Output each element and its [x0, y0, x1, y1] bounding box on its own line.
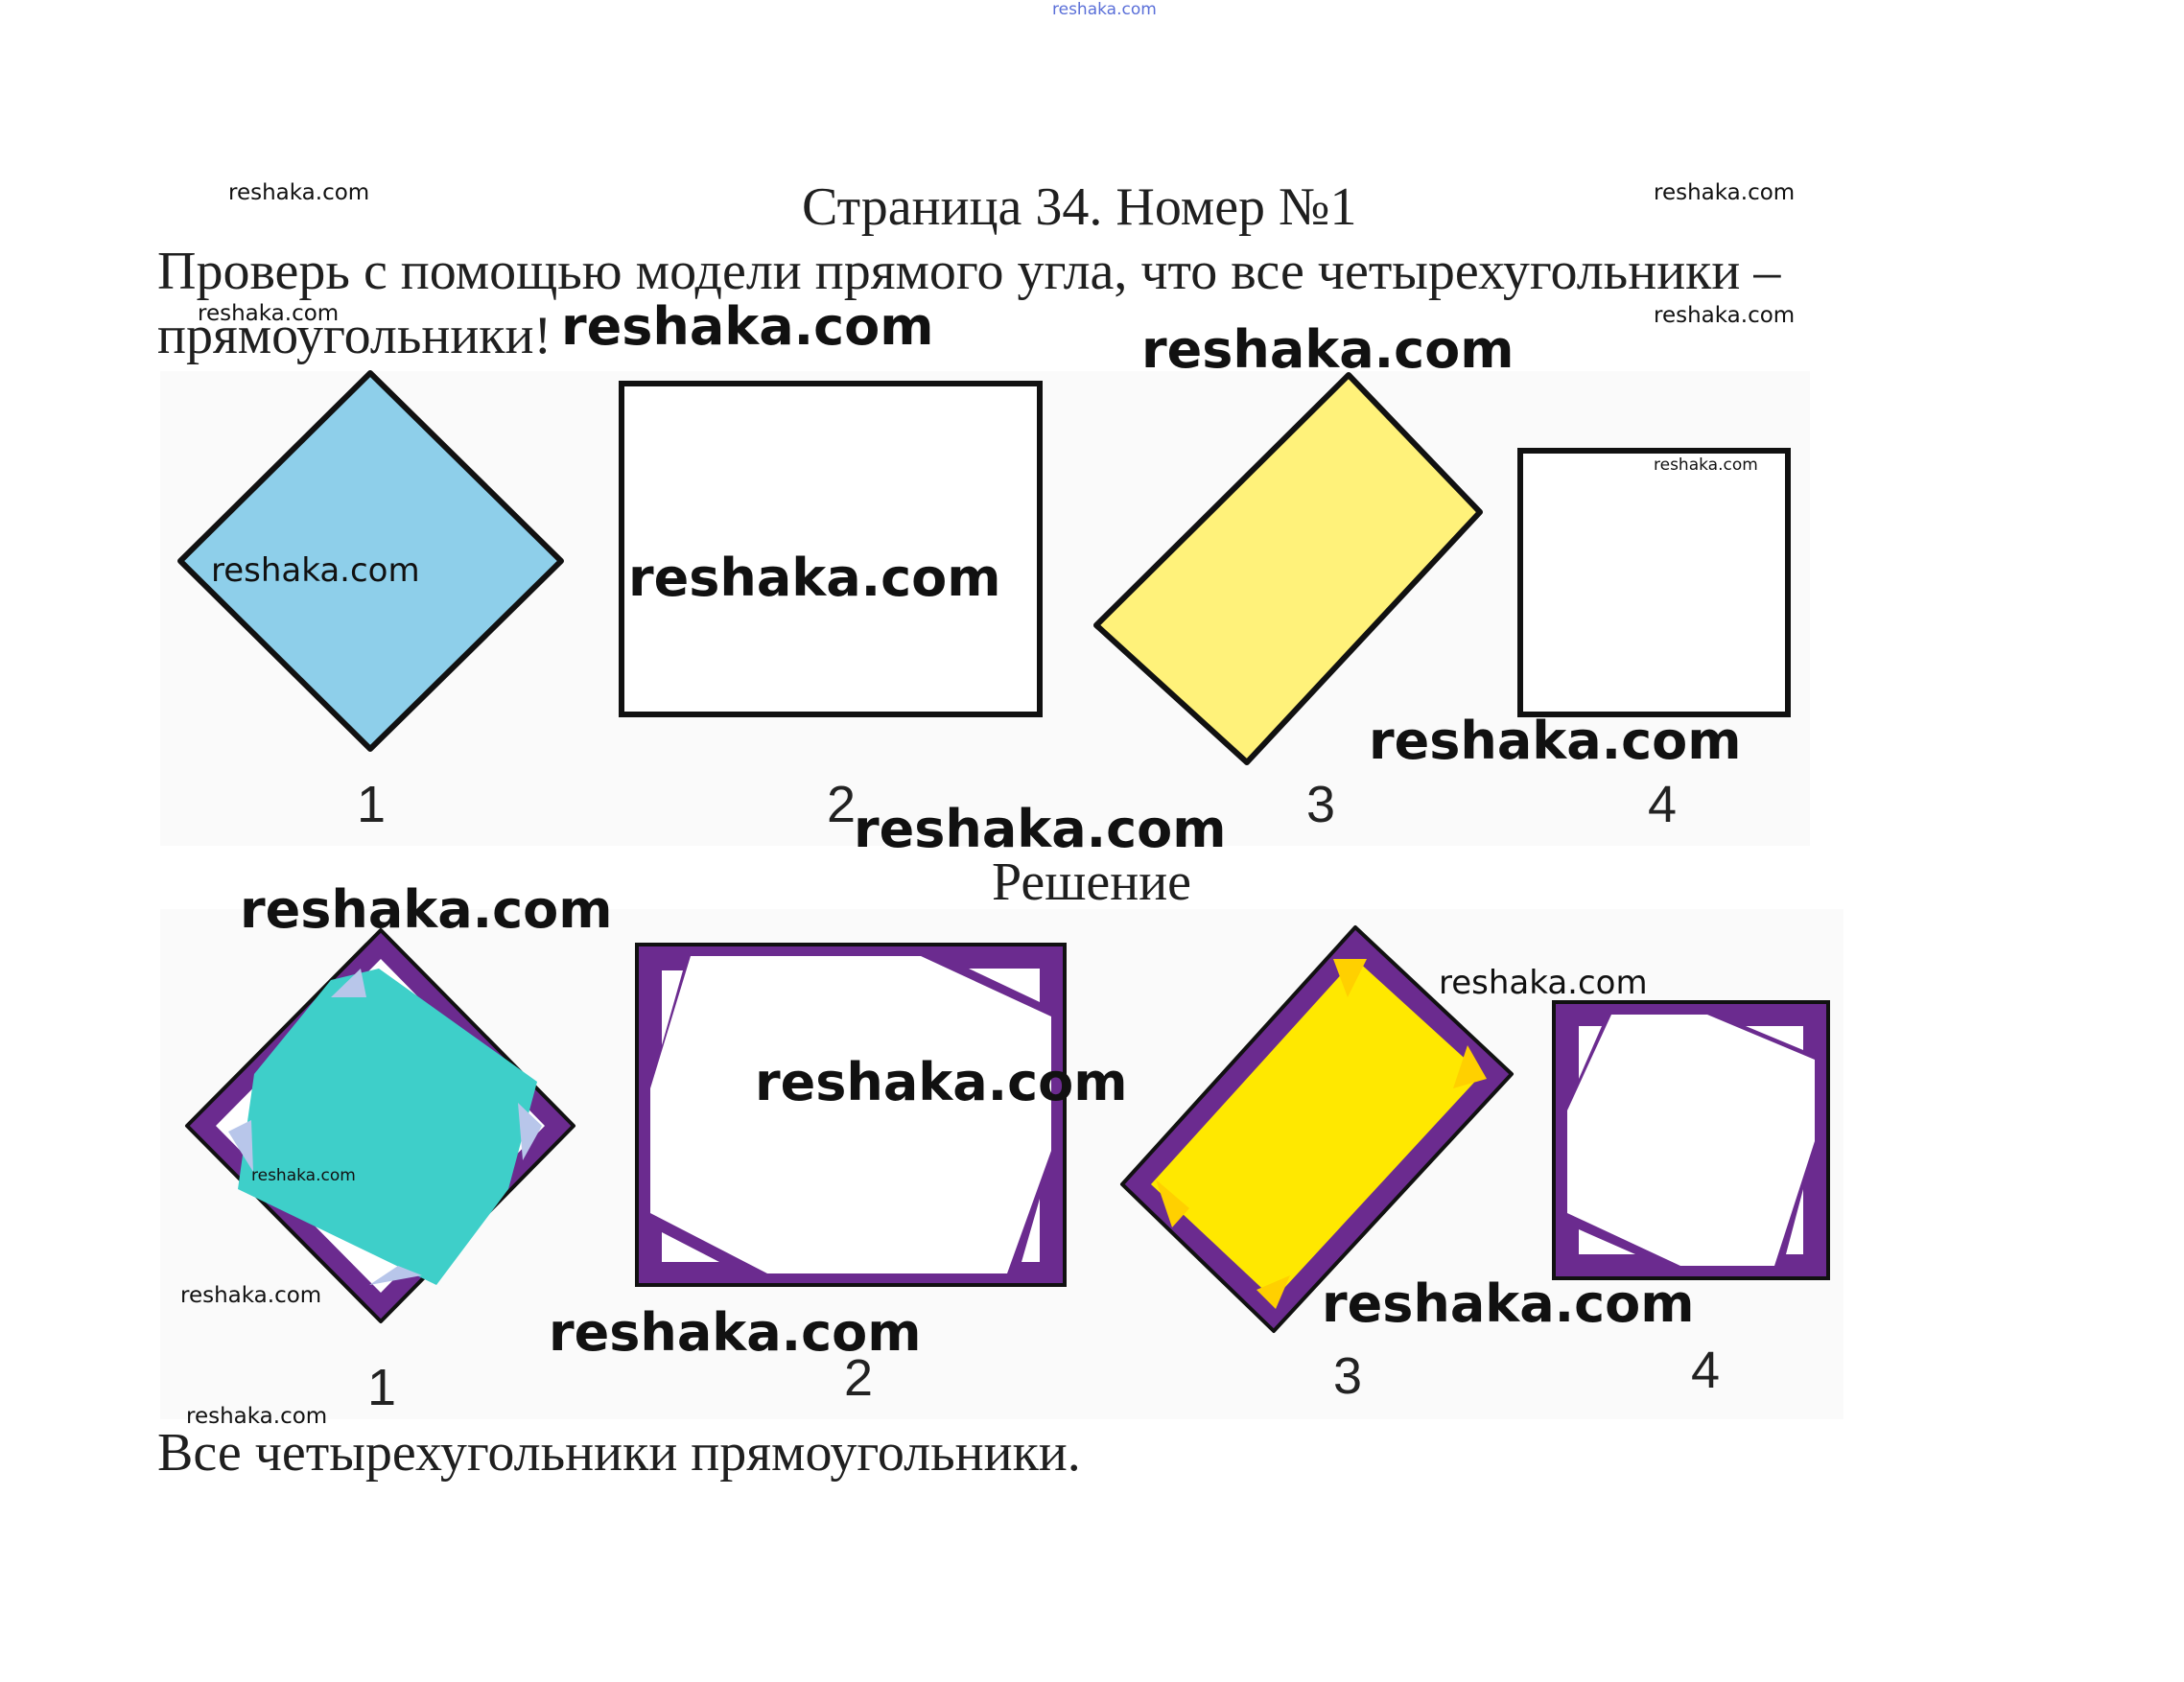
figure-3-rectangle-rotated [1093, 372, 1483, 765]
watermark-text: reshaka.com [755, 1052, 1128, 1112]
watermark-text: reshaka.com [211, 551, 420, 590]
solution-label-3: 3 [1333, 1347, 1363, 1405]
watermark-text: reshaka.com [228, 180, 370, 205]
solution-label-1: 1 [367, 1359, 397, 1416]
figure-4-square [1517, 448, 1791, 717]
solution-figure-2 [635, 943, 1067, 1287]
figure-1-square-rotated [177, 370, 564, 752]
solution-figure-1 [185, 928, 575, 1323]
watermark-text: reshaka.com [1654, 456, 1758, 475]
watermark-text: reshaka.com [1654, 303, 1796, 328]
watermark-text: reshaka.com [854, 799, 1227, 859]
watermark-text: reshaka.com [251, 1166, 356, 1185]
solution-label-4: 4 [1691, 1342, 1721, 1399]
watermark-text: reshaka.com [240, 879, 613, 940]
watermark-text: reshaka.com [1369, 711, 1742, 771]
watermark-text: reshaka.com [1439, 964, 1648, 1002]
top-watermark: reshaka.com [1052, 0, 1157, 19]
watermark-text: reshaka.com [186, 1404, 328, 1429]
solution-label-2: 2 [844, 1349, 874, 1407]
watermark-text: reshaka.com [549, 1302, 922, 1363]
watermark-text: reshaka.com [1141, 319, 1515, 380]
page-title: Страница 34. Номер №1 [802, 177, 1357, 237]
figure-label-4: 4 [1648, 776, 1678, 833]
watermark-text: reshaka.com [1322, 1273, 1695, 1334]
solution-heading: Решение [992, 853, 1192, 912]
watermark-text: reshaka.com [628, 548, 1001, 608]
watermark-text: reshaka.com [180, 1283, 322, 1308]
watermark-text: reshaka.com [561, 296, 934, 357]
answer-text: Все четырехугольники прямоугольники. [157, 1423, 1081, 1483]
task-line-1: Проверь с помощью модели прямого угла, ч… [157, 242, 1781, 301]
figure-2-rectangle [619, 381, 1043, 717]
solution-figure-3 [1120, 925, 1514, 1333]
watermark-text: reshaka.com [1654, 180, 1796, 205]
figure-label-1: 1 [357, 776, 387, 833]
watermark-text: reshaka.com [198, 301, 340, 326]
task-line-2: прямоугольники! [157, 306, 552, 365]
figure-label-3: 3 [1306, 776, 1336, 833]
figure-label-2: 2 [827, 776, 857, 833]
solution-figure-4 [1552, 1000, 1830, 1280]
